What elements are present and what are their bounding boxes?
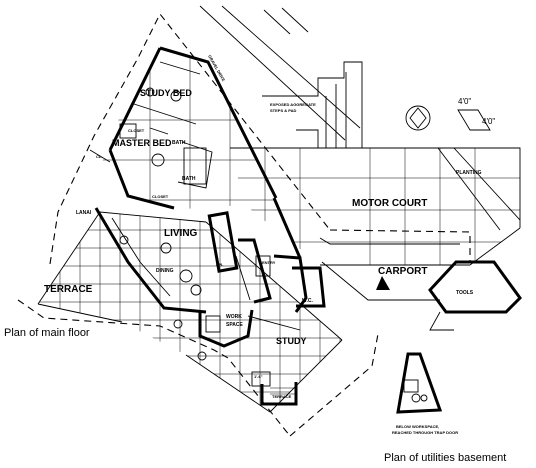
basement-plan [396,352,443,414]
room-closet-lower: CLOSET [152,194,169,199]
room-study-bed: STUDY BED [140,88,192,98]
label-ramp: TERRACE [272,394,292,399]
dashed-boundary [17,12,471,437]
studio-stair [251,371,298,406]
room-workspace-line1: WORK [226,314,242,320]
circle-module-icon [405,105,431,131]
room-dining: DINING [156,268,174,274]
label-fireplace: FPL [216,262,224,267]
caption-main-floor: Plan of main floor [4,327,90,339]
carport-area [319,237,460,301]
room-carport: CARPORT [378,266,427,277]
dimension-b: 4'0" [482,117,495,126]
label-steps-pad: STEPS & PAD [270,108,296,113]
room-wc: W.C. [302,298,313,304]
caption-basement: Plan of utilities basement [384,452,506,464]
area-planting: PLANTING [456,170,482,176]
room-bath-upper: BATH [172,140,186,146]
room-studio: STUDY [276,336,307,346]
room-living: LIVING [164,228,198,239]
room-entry: ENTRY [262,260,276,265]
motor-court-area [230,147,521,266]
furniture [119,87,207,361]
room-lanai: LANAI [76,210,92,216]
room-tools: TOOLS [456,290,474,296]
gravel-drive [199,5,361,141]
dimension-a: 4'0" [458,97,471,106]
room-closet-upper: CLOSET [128,128,145,133]
steps-and-pad [262,61,363,149]
room-master-bed: MASTER BED [112,138,172,148]
room-closet-small: CL. [96,154,102,159]
workspace-room [198,309,301,348]
room-bath-lower: BATH [182,176,196,182]
bedroom-wing [89,46,302,259]
room-terrace: TERRACE [44,284,93,295]
room-motor-court: MOTOR COURT [352,198,427,209]
carport-marker-icon [376,276,390,290]
label-stair-height: 1'-6" [254,374,263,379]
label-basement-note-2: REACHED THROUGH TRAP DOOR [392,430,458,435]
label-exposed-aggregate: EXPOSED AGGREGATE [270,102,316,107]
room-workspace-line2: SPACE [226,322,244,328]
label-basement-note-1: BELOW WORKSPACE, [396,424,439,429]
dimension-symbols [405,105,491,131]
living-walls [94,207,326,314]
tools-shed [428,260,522,331]
diamond-module-icon [457,109,491,131]
